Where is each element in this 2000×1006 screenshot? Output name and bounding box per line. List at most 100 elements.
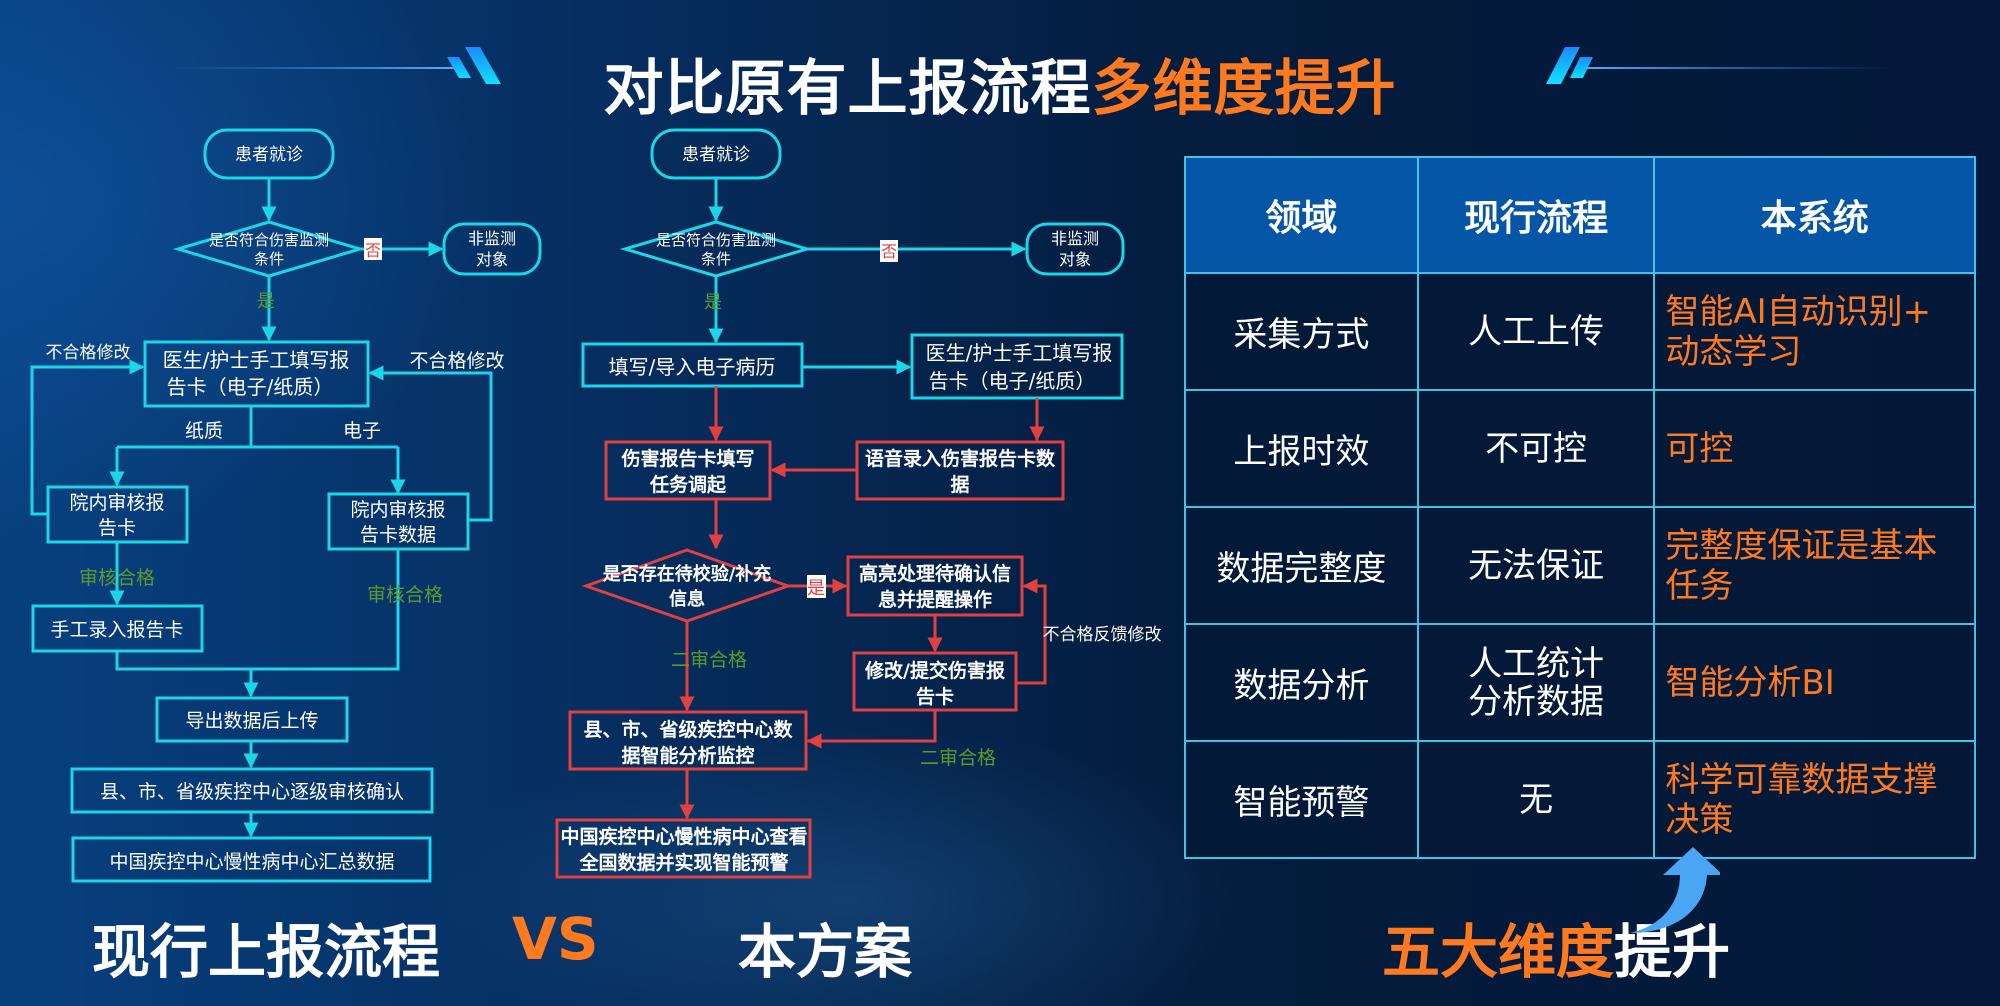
left-flowchart — [30, 128, 542, 883]
cell-system: 科学可靠数据支撑决策 — [1653, 740, 1976, 859]
title-deco-left-icon — [170, 47, 501, 84]
label-r-yes: 是 — [704, 292, 722, 313]
title-deco-right-icon — [1546, 47, 1895, 84]
text-r-check-1: 是否存在待校验/补充 — [602, 563, 772, 585]
cell-system: 完整度保证是基本任务 — [1653, 506, 1976, 625]
no-badge-right — [880, 240, 898, 262]
cell-domain: 上报时效 — [1184, 389, 1419, 508]
cell-current: 无法保证 — [1416, 506, 1656, 625]
cell-system-line: 动态学习 — [1665, 331, 1802, 372]
cell-current-line: 不可控 — [1485, 428, 1588, 469]
text-decision-1: 是否符合伤害监测 — [209, 231, 329, 249]
text-r-monitor-1: 县、市、省级疾控中心数 — [583, 718, 793, 741]
cell-system-line: 任务 — [1665, 565, 1734, 606]
text-start: 患者就诊 — [235, 145, 303, 165]
node-r-non-monitor — [1025, 222, 1125, 276]
label-reject-right: 不合格修改 — [409, 350, 504, 372]
label-pass-left: 审核合格 — [79, 567, 155, 589]
title-accent: 多维度提升 — [1091, 54, 1397, 124]
table-row: 采集方式 人工上传 智能AI自动识别+动态学习 — [1184, 272, 1976, 391]
label-five-dimensions: 五大维度提升 — [1382, 905, 1730, 989]
text-r-non-monitor-1: 非监测 — [1051, 229, 1099, 248]
text-review-electronic-1: 院内审核报 — [350, 499, 445, 521]
label-r-pass-left: 二审合格 — [671, 649, 747, 671]
cell-system: 可控 — [1653, 389, 1976, 508]
text-decision-2: 条件 — [254, 250, 284, 268]
header-system: 本系统 — [1653, 156, 1976, 274]
cell-current-line: 无法保证 — [1468, 545, 1605, 586]
label-reject-left: 不合格修改 — [46, 343, 131, 363]
cell-current: 人工统计分析数据 — [1416, 623, 1656, 742]
text-r-start: 患者就诊 — [682, 145, 750, 165]
yes-badge-right — [807, 575, 826, 598]
label-electronic: 电子 — [343, 420, 381, 442]
text-r-manual-card-2: 告卡（电子/纸质） — [929, 369, 1096, 393]
label-current-process: 现行上报流程 — [92, 918, 441, 986]
table-row: 数据完整度 无法保证 完整度保证是基本任务 — [1184, 506, 1976, 625]
label-r-no: 否 — [881, 242, 897, 261]
node-fill-card — [143, 340, 370, 408]
cell-system: 智能分析BI — [1653, 623, 1976, 742]
label-r-feedback: 不合格反馈修改 — [1043, 625, 1162, 645]
text-national-summary: 中国疾控中心慢性病中心汇总数据 — [109, 851, 394, 873]
node-r-national-warning — [555, 818, 812, 879]
text-r-manual-card-1: 医生/护士手工填写报 — [926, 341, 1113, 365]
cell-current-line: 人工上传 — [1468, 311, 1605, 352]
text-r-non-monitor-2: 对象 — [1059, 250, 1091, 269]
text-r-task-invoke-2: 任务调起 — [649, 473, 727, 496]
cell-current-line: 人工统计 — [1468, 643, 1605, 684]
node-non-monitor — [442, 222, 542, 276]
label-pass-right: 审核合格 — [367, 584, 443, 606]
cell-system-line: 科学可靠数据支撑 — [1665, 759, 1938, 800]
text-r-emr: 填写/导入电子病历 — [609, 355, 776, 379]
cell-domain: 智能预警 — [1184, 740, 1419, 859]
cell-system-line: 智能AI自动识别+ — [1665, 291, 1932, 332]
text-r-decision-1: 是否符合伤害监测 — [656, 231, 776, 249]
title-main: 对比原有上报流程 — [603, 54, 1092, 124]
cell-system-line: 决策 — [1665, 799, 1734, 840]
text-manual-entry: 手工录入报告卡 — [50, 619, 183, 641]
text-r-modify-1: 修改/提交伤害报 — [864, 659, 1005, 682]
node-r-manual-card — [910, 333, 1124, 400]
no-badge-left — [364, 238, 382, 260]
label-r-pass-right: 二审合格 — [920, 747, 996, 769]
text-r-highlight-1: 高亮处理待确认信 — [859, 562, 1011, 585]
cell-current: 人工上传 — [1416, 272, 1656, 391]
text-r-voice-entry-1: 语音录入伤害报告卡数 — [865, 447, 1056, 470]
label-five-dimensions-white: 提升 — [1614, 918, 1731, 986]
cell-system: 智能AI自动识别+动态学习 — [1653, 272, 1976, 391]
header-current: 现行流程 — [1416, 156, 1656, 274]
text-r-warning-1: 中国疾控中心慢性病中心查看 — [560, 825, 807, 848]
cell-current-line: 无 — [1519, 779, 1554, 820]
label-this-solution: 本方案 — [738, 918, 913, 986]
cell-current: 不可控 — [1416, 389, 1656, 508]
cell-domain: 采集方式 — [1184, 272, 1419, 391]
table-row: 上报时效 不可控 可控 — [1184, 389, 1976, 508]
text-fill-card-2: 告卡（电子/纸质） — [167, 375, 334, 399]
cell-system-line: 智能分析BI — [1665, 662, 1835, 703]
cell-system-line: 可控 — [1665, 428, 1734, 469]
table-header-row: 领域 现行流程 本系统 — [1184, 156, 1976, 274]
cell-domain: 数据完整度 — [1184, 506, 1419, 625]
label-no: 否 — [365, 241, 381, 260]
cell-current: 无 — [1416, 740, 1656, 859]
flowcharts: 患者就诊 是否符合伤害监测 条件 否 非监测 对象 是 医生/护士手工填写报 告… — [30, 128, 1162, 883]
cell-domain: 数据分析 — [1184, 623, 1419, 742]
text-non-monitor-2: 对象 — [476, 250, 508, 269]
table-row: 数据分析人工统计分析数据智能分析BI — [1184, 623, 1976, 742]
right-flowchart — [555, 128, 1125, 879]
label-r-check-yes: 是 — [807, 578, 825, 599]
text-export-upload: 导出数据后上传 — [185, 710, 318, 732]
text-r-modify-2: 告卡 — [916, 685, 954, 708]
text-levels-confirm: 县、市、省级疾控中心逐级审核确认 — [100, 781, 404, 803]
cell-current-line: 分析数据 — [1468, 681, 1605, 722]
text-r-highlight-2: 息并提醒操作 — [878, 588, 992, 611]
text-r-monitor-2: 据智能分析监控 — [621, 744, 754, 767]
node-r-emr — [581, 342, 804, 388]
text-r-task-invoke-1: 伤害报告卡填写 — [620, 447, 754, 470]
label-yes: 是 — [257, 291, 275, 312]
node-r-task-invoke — [604, 440, 772, 501]
comparison-table: 领域 现行流程 本系统 采集方式 人工上传 智能AI自动识别+动态学习上报时效 不可控… — [1184, 156, 1976, 859]
text-r-warning-2: 全国数据并实现智能预警 — [578, 851, 788, 874]
curved-up-arrow-icon — [1630, 847, 1720, 933]
